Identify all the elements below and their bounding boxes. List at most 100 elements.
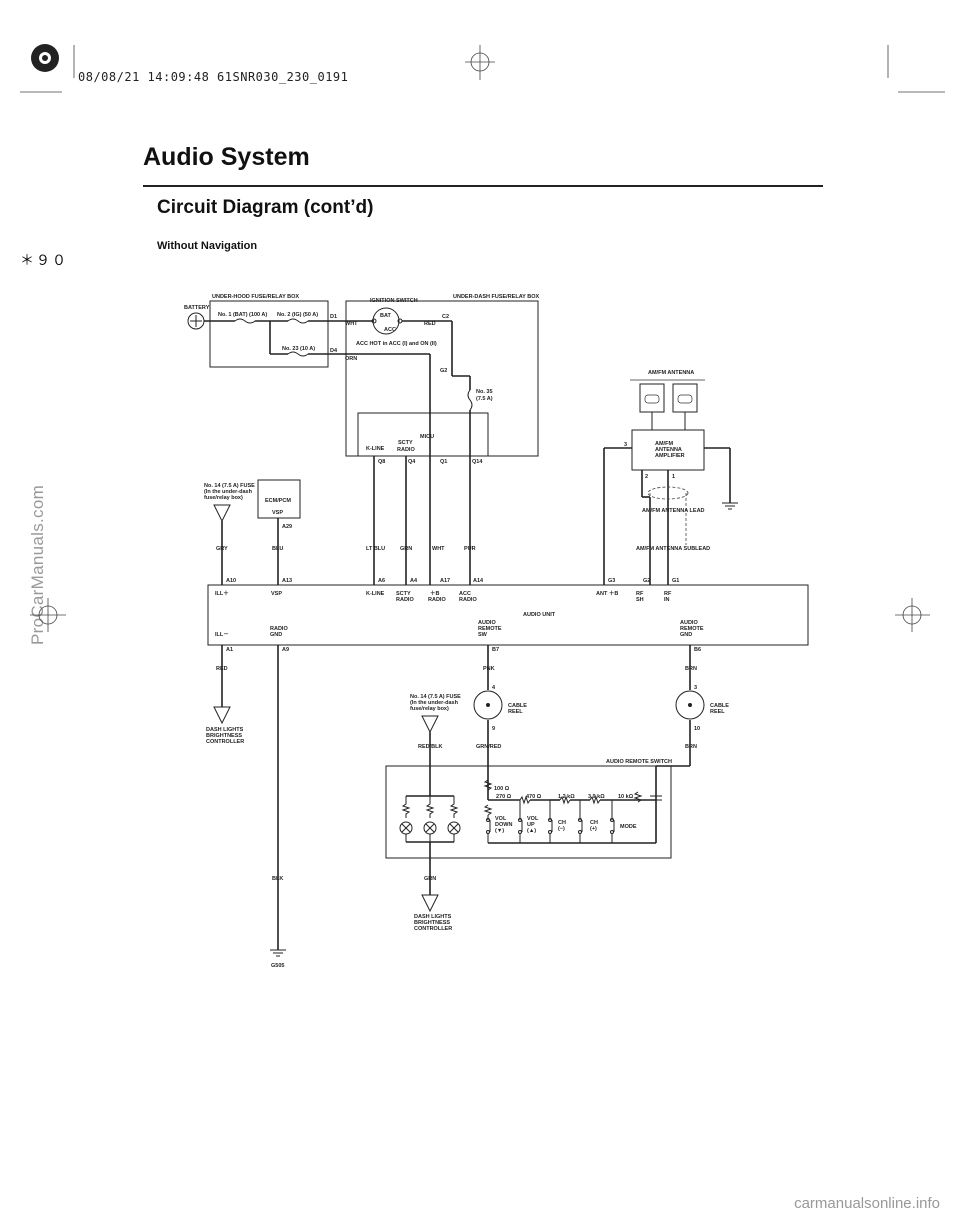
diagram-label: UNDER-DASH FUSE/RELAY BOX (453, 294, 540, 300)
resistor-10k (633, 791, 643, 803)
diagram-label: AUDIO (478, 620, 496, 626)
diagram-label: 10 kΩ (618, 794, 634, 800)
fuse-no1-label: No. 1 (BAT) (100 A) (218, 312, 267, 318)
fuse-source-arrow-icon (213, 504, 231, 523)
fuse-symbol (287, 351, 309, 357)
diagram-label: SW (478, 632, 488, 638)
diagram-label: GND (680, 632, 692, 638)
diagram-label: 270 Ω (496, 794, 512, 800)
dash-lights-controller-arrow-icon (213, 706, 231, 725)
diagram-label: UP (527, 822, 535, 828)
diagram-label: 1 (672, 474, 675, 480)
diagram-label: SCTY (398, 440, 413, 446)
diagram-label: ILL－ (215, 632, 229, 638)
diagram-label: AM/FM ANTENNA SUBLEAD (636, 546, 710, 552)
diagram-label: RADIO (428, 597, 446, 603)
diagram-label: fuse/relay box) (204, 495, 243, 501)
diagram-label: VOL (527, 816, 539, 822)
diagram-label: 470 Ω (526, 794, 542, 800)
diagram-label: GRN (400, 546, 412, 552)
diagram-label: SH (636, 597, 644, 603)
fuse-symbol (234, 318, 256, 324)
diagram-label: A17 (440, 578, 450, 584)
diagram-label: 2 (645, 474, 648, 480)
diagram-label: ILL＋ (215, 590, 229, 597)
diagram-label: AUDIO (680, 620, 698, 626)
fuse-source-arrow-icon (421, 715, 439, 734)
diagram-label: C2 (442, 314, 449, 320)
diagram-label: ANTENNA (655, 447, 682, 453)
diagram-label: fuse/relay box) (410, 706, 449, 712)
diagram-label: GND (270, 632, 282, 638)
diagram-label: LT BLU (366, 546, 385, 552)
audio-remote-switch (385, 765, 672, 859)
diagram-label: D4 (330, 348, 338, 354)
diagram-label: (In the under-dash (410, 700, 459, 706)
diagram-label: WHT (432, 546, 445, 552)
diagram-label: G3 (608, 578, 615, 584)
diagram-label: REEL (710, 709, 725, 715)
diagram-label: (−) (558, 826, 565, 832)
diagram-label: (+) (590, 826, 597, 832)
title-divider (143, 185, 823, 187)
ecm-pcm (257, 479, 301, 519)
underdash-fuse-box (345, 300, 539, 457)
fuse-no23-label: No. 23 (10 A) (282, 346, 315, 352)
diagram-label: CONTROLLER (206, 739, 244, 745)
diagram-label: PNK (483, 666, 495, 672)
diagram-label: 9 (492, 726, 495, 732)
fuse-symbol (467, 389, 473, 411)
print-timestamp: 08/08/21 14:09:48 61SNR030_230_0191 (78, 70, 349, 84)
underhood-fuse-box (209, 300, 329, 368)
registration-marks (20, 44, 945, 632)
fuse-symbol (287, 318, 309, 324)
page-title: Audio System (143, 143, 310, 171)
diagram-label: Q4 (408, 459, 416, 465)
diagram-label: A6 (378, 578, 385, 584)
diagram-label: MICU (420, 434, 434, 440)
diagram-label: No. 14 (7.5 A) FUSE (204, 483, 255, 489)
diagram-label: 100 Ω (494, 786, 510, 792)
diagram-label: Q1 (440, 459, 447, 465)
diagram-label: (▲) (527, 828, 536, 834)
page-marker: ＊９０ (20, 252, 68, 268)
fuse-no2-label: No. 2 (IG) (50 A) (277, 312, 318, 318)
section-title: Circuit Diagram (cont’d) (157, 197, 374, 218)
diagram-label: IN (664, 597, 670, 603)
diagram-label: RADIO (396, 597, 414, 603)
diagram-label: ORN (345, 356, 357, 362)
diagram-label: A4 (410, 578, 418, 584)
diagram-label: A10 (226, 578, 236, 584)
resistor-3k9 (589, 795, 601, 805)
diagram-label: RED (424, 321, 436, 327)
diagram-label: A29 (282, 524, 292, 530)
battery-label: BATTERY (184, 305, 210, 311)
diagram-label: 10 (694, 726, 700, 732)
diagram-label: ECM/PCM (265, 498, 291, 504)
switch-contacts (486, 766, 662, 844)
diagram-label: BRN (685, 666, 697, 672)
diagram-label: RADIO (459, 597, 477, 603)
diagram-label: G2 (440, 368, 447, 374)
diagram-label: CH (558, 820, 566, 826)
diagram-label: Q8 (378, 459, 385, 465)
diagram-label: GRY (216, 546, 228, 552)
diagram-label: (7.5 A) (476, 396, 493, 402)
diagram-label: VSP (272, 510, 283, 516)
diagram-label: SCTY (396, 591, 411, 597)
diagram-label: BRN (685, 744, 697, 750)
cable-reel-right (675, 690, 705, 720)
antenna-element-left (639, 383, 665, 413)
diagram-label: A13 (282, 578, 292, 584)
diagram-label: RF (664, 591, 672, 597)
diagram-label: RADIO (397, 447, 415, 453)
micu-unit (357, 412, 489, 457)
diagram-label: K-LINE (366, 591, 385, 597)
diagram-label: ＋B (430, 590, 440, 597)
diagram-label: AUDIO REMOTE SWITCH (606, 759, 672, 765)
battery-symbol (187, 312, 205, 330)
resistor-1k2 (559, 795, 571, 805)
diagram-label: (In the under-dash (204, 489, 253, 495)
diagram-label: RADIO (270, 626, 288, 632)
